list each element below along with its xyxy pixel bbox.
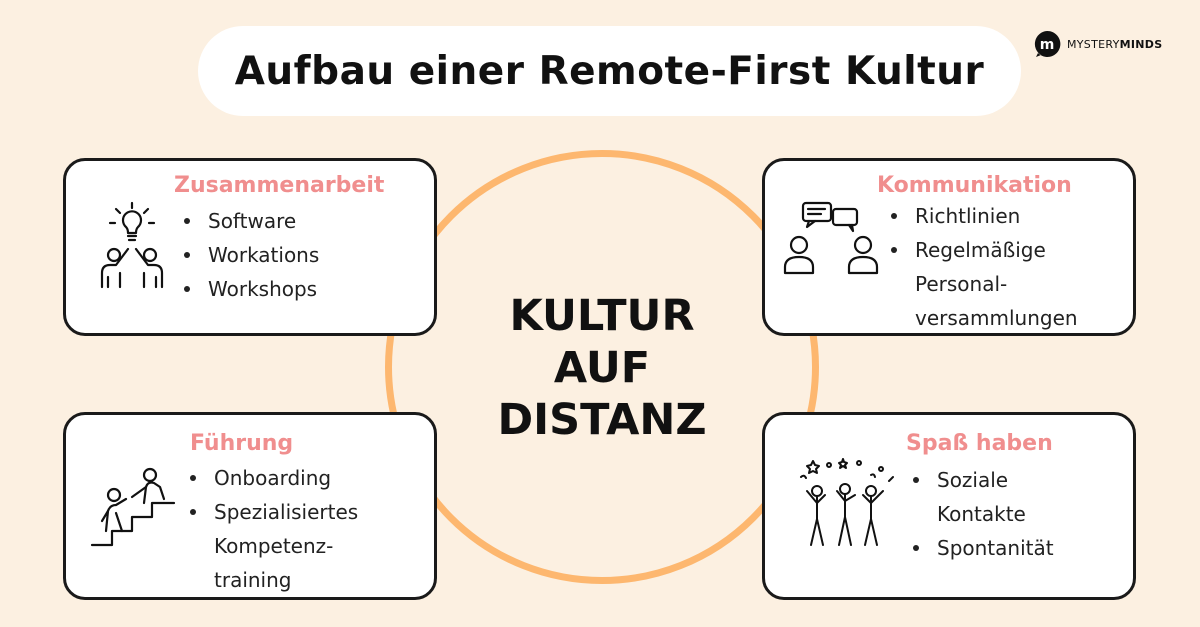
list-item: Workations bbox=[182, 238, 319, 272]
list-item: Spezialisiertes Kompetenz- training bbox=[188, 495, 358, 597]
list-item: Richtlinien bbox=[889, 199, 1078, 233]
center-ring bbox=[385, 150, 819, 584]
helping-hand-stairs-icon bbox=[88, 465, 180, 549]
list-item: Software bbox=[182, 204, 319, 238]
logo-wordmark: MYSTERYMINDS bbox=[1067, 38, 1162, 51]
logo-text-bold: MINDS bbox=[1119, 37, 1163, 51]
logo-mark-letter: m bbox=[1040, 37, 1055, 53]
center-line-1: KULTUR bbox=[509, 291, 695, 341]
box-heading-spass-haben: Spaß haben bbox=[906, 431, 1053, 456]
title-pill: Aufbau einer Remote-First Kultur bbox=[198, 26, 1021, 116]
list-item-line: Regelmäßige bbox=[915, 238, 1046, 262]
center-line-2: AUF bbox=[553, 343, 651, 393]
conversation-icon bbox=[781, 199, 885, 279]
list-item: Soziale Kontakte bbox=[911, 463, 1054, 531]
list-item-line: Kontakte bbox=[937, 502, 1026, 526]
list-item: Onboarding bbox=[188, 461, 358, 495]
celebrating-people-icon bbox=[793, 455, 899, 553]
box-zusammenarbeit: Zusammenarbeit Software Workations Works… bbox=[63, 158, 437, 336]
box-fuehrung: Führung Onboarding Spezialisiertes Kompe… bbox=[63, 412, 437, 600]
list-item-line: Personal- bbox=[915, 272, 1008, 296]
page-title: Aufbau einer Remote-First Kultur bbox=[234, 48, 985, 94]
list-item: Workshops bbox=[182, 272, 319, 306]
list-item-line: versammlungen bbox=[915, 306, 1078, 330]
center-label: KULTUR AUF DISTANZ bbox=[430, 290, 774, 446]
list-kommunikation: Richtlinien Regelmäßige Personal- versam… bbox=[889, 199, 1078, 335]
box-heading-zusammenarbeit: Zusammenarbeit bbox=[174, 173, 385, 198]
list-spass-haben: Soziale Kontakte Spontanität bbox=[911, 463, 1054, 565]
list-item: Regelmäßige Personal- versammlungen bbox=[889, 233, 1078, 335]
logo-text-light: MYSTERY bbox=[1067, 37, 1120, 51]
lightbulb-teamwork-icon bbox=[80, 197, 190, 297]
box-heading-fuehrung: Führung bbox=[190, 431, 294, 456]
list-item: Spontanität bbox=[911, 531, 1054, 565]
mysteryminds-logo-mark-icon: m bbox=[1034, 30, 1061, 57]
list-item-line: training bbox=[214, 568, 292, 592]
center-line-3: DISTANZ bbox=[497, 395, 707, 445]
list-item-line: Kompetenz- bbox=[214, 534, 334, 558]
list-item-line: Soziale bbox=[937, 468, 1009, 492]
list-zusammenarbeit: Software Workations Workshops bbox=[182, 204, 319, 306]
list-fuehrung: Onboarding Spezialisiertes Kompetenz- tr… bbox=[188, 461, 358, 597]
brand-logo: m MYSTERYMINDS bbox=[1032, 29, 1162, 59]
list-item-line: Spezialisiertes bbox=[214, 500, 359, 524]
box-spass-haben: Spaß haben Soziale Kontakte Spontanität bbox=[762, 412, 1136, 600]
box-kommunikation: Kommunikation Richtlinien Regelmäßige Pe… bbox=[762, 158, 1136, 336]
box-heading-kommunikation: Kommunikation bbox=[877, 173, 1072, 198]
